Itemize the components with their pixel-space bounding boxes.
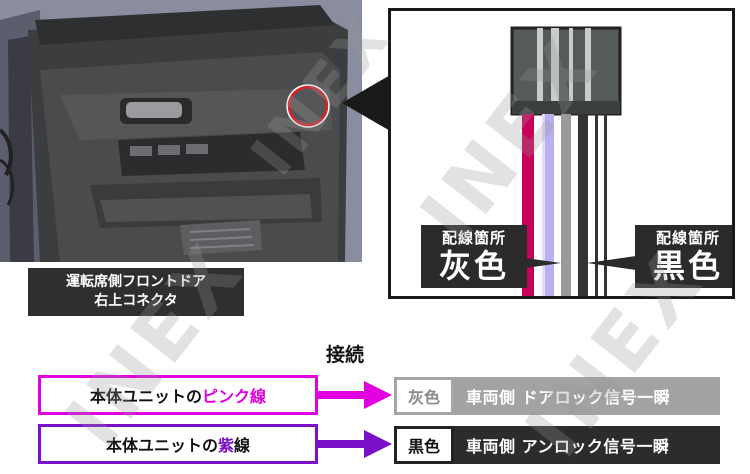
purple-row-highlight: 紫 [217,436,234,455]
wire-label-black-small: 配線箇所 [655,229,720,247]
wire-label-black: 配線箇所 黒色 [635,225,732,288]
wire-label-gray: 配線箇所 灰色 [421,225,527,288]
right-arrow-icon [318,430,392,458]
caption-line-2: 右上コネクタ [94,293,178,309]
wire-label-gray-small: 配線箇所 [441,229,506,247]
dest-black-tag: 黒色 [394,426,454,464]
right-arrow-icon [318,381,392,409]
caption-box: 運転席側フロントドア 右上コネクタ [28,268,244,316]
wire-label-black-big: 黒色 [652,247,723,285]
dest-gray-tag: 灰色 [394,377,454,415]
wire-label-gray-big: 灰色 [438,247,509,285]
dest-gray-text: 車両側 ドアロック信号一瞬 [454,377,720,415]
pink-row-prefix: 本体ユニットの [89,387,202,406]
caption-line-1: 運転席側フロントドア [66,274,206,290]
highlight-ring [287,85,329,127]
connector-zoom-panel: 配線箇所 灰色 配線箇所 黒色 [388,8,735,299]
pointer-triangle [342,74,392,132]
dest-gray-row: 灰色 車両側 ドアロック信号一瞬 [394,377,720,415]
purple-row-prefix: 本体ユニットの [105,436,218,455]
pink-wire-row: 本体ユニットのピンク線 [38,375,318,415]
pink-row-highlight: ピンク線 [202,387,267,406]
dest-black-text: 車両側 アンロック信号一瞬 [454,426,720,464]
door-photo [0,0,362,262]
purple-row-suffix: 線 [234,436,251,455]
connector-diagram [510,26,636,296]
connection-title: 接続 [326,344,365,366]
dest-black-row: 黒色 車両側 アンロック信号一瞬 [394,426,720,464]
purple-wire-row: 本体ユニットの紫線 [38,424,318,464]
